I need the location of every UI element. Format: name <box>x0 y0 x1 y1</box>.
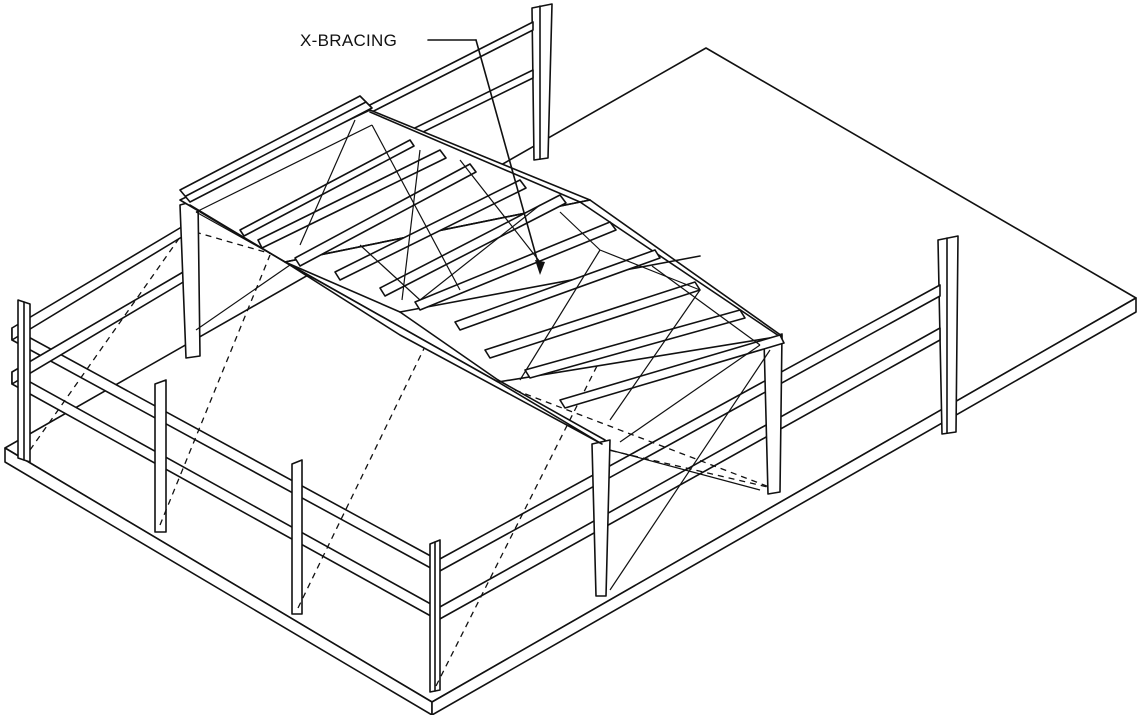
leader-arrowhead <box>535 260 545 275</box>
x-bracing-callout: X-BRACING <box>300 31 545 275</box>
purlins <box>239 139 785 409</box>
foundation-slab <box>4 47 1137 715</box>
leader-line <box>475 39 541 271</box>
front-left-wall <box>11 221 441 693</box>
x-bracing-label: X-BRACING <box>300 31 397 50</box>
right-end-wall <box>437 235 959 621</box>
roof-x-bracing <box>195 119 771 591</box>
